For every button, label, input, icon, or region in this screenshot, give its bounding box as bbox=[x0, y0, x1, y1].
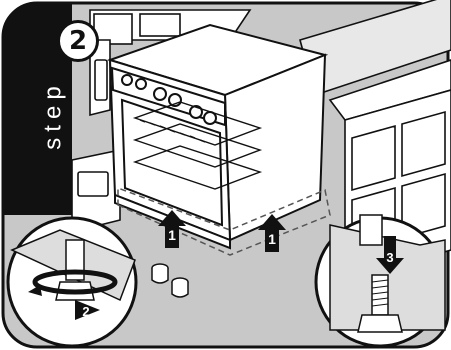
step-number-text: 2 bbox=[68, 26, 88, 56]
callout-down: 3 bbox=[386, 250, 393, 265]
step-label: step bbox=[40, 60, 68, 170]
leveling-leg-icon bbox=[6, 216, 138, 348]
kitchen-range-icon bbox=[106, 23, 329, 250]
lift-arrow-left bbox=[158, 210, 186, 248]
dashed-outline bbox=[117, 186, 331, 256]
callout-lift-left: 1 bbox=[168, 227, 176, 243]
step-number-badge: 2 bbox=[57, 20, 99, 62]
step-label-strip bbox=[3, 3, 72, 215]
threaded-leg-icon bbox=[314, 214, 446, 348]
step-word-text: step bbox=[40, 80, 67, 150]
callout-rotate: 2 bbox=[82, 304, 89, 319]
lift-arrow-right bbox=[258, 214, 286, 252]
callout-lift-right: 1 bbox=[268, 231, 276, 247]
leveling-feet bbox=[151, 263, 189, 298]
